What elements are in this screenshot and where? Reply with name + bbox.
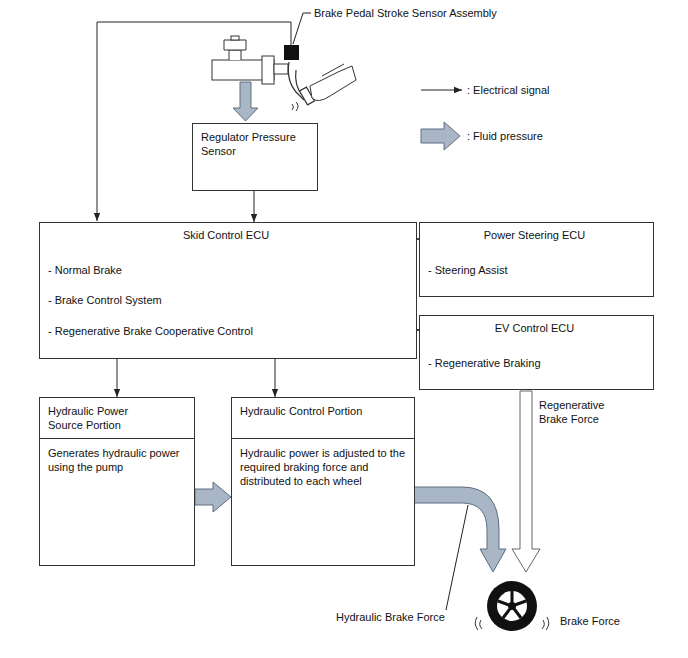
master-cylinder: [212, 36, 288, 84]
brake-pedal: [288, 62, 314, 105]
force-label: Brake Force: [559, 614, 621, 628]
portion-description: Generates hydraulic power using the pump: [48, 446, 190, 474]
portion-description: Hydraulic power is adjusted to the requi…: [240, 446, 410, 488]
function-item: - Regenerative Brake Cooperative Control: [48, 324, 253, 338]
part-callout: Brake Pedal Stroke Sensor Assembly: [313, 6, 498, 20]
block-box: Regulator Pressure Sensor: [192, 123, 318, 191]
block-box: Hydraulic Power Source PortionGenerates …: [39, 397, 195, 566]
force-label: Regenerative Brake Force: [538, 398, 612, 426]
fluid-pressure-arrow: [195, 482, 231, 512]
wheel: [475, 581, 549, 631]
signal-line: [254, 191, 255, 222]
leader-line: [293, 13, 311, 44]
block-box: Skid Control ECU - Normal Brake - Brake Co…: [39, 222, 417, 359]
force-label: Hydraulic Brake Force: [335, 610, 446, 624]
leader-line: [446, 505, 468, 610]
signal-line: [97, 22, 291, 221]
signal-line: [117, 359, 118, 397]
legend-line-sample: [421, 90, 462, 91]
function-item: - Normal Brake: [48, 263, 122, 277]
function-item: - Regenerative Braking: [428, 356, 541, 370]
fluid-pressure-arrow: [233, 82, 258, 121]
ecu-name: Skid Control ECU: [40, 228, 412, 242]
foot: [310, 64, 356, 101]
legend-text: : Electrical signal: [466, 83, 551, 97]
stroke-sensor: [284, 45, 299, 60]
hydraulic-force-arrow: [413, 487, 506, 572]
signal-line: [275, 359, 276, 397]
portion-name: Hydraulic Power Source Portion: [48, 404, 160, 432]
divider-line: [40, 438, 194, 439]
vibration-marks: [292, 102, 298, 111]
sensor-name: Regulator Pressure Sensor: [201, 130, 313, 158]
legend-arrow-sample: [421, 122, 460, 150]
divider-line: [232, 438, 414, 439]
regenerative-force-arrow: [512, 391, 540, 572]
block-box: Hydraulic Control PortionHydraulic power…: [231, 397, 415, 566]
function-item: - Brake Control System: [48, 293, 162, 307]
function-item: - Steering Assist: [428, 263, 507, 277]
block-box: EV Control ECU - Regenerative Braking: [419, 315, 654, 390]
ecu-name: Power Steering ECU: [420, 228, 649, 242]
legend-text: : Fluid pressure: [466, 129, 544, 143]
block-box: Power Steering ECU - Steering Assist: [419, 222, 654, 297]
ecu-name: EV Control ECU: [420, 321, 649, 335]
portion-name: Hydraulic Control Portion: [240, 404, 408, 418]
